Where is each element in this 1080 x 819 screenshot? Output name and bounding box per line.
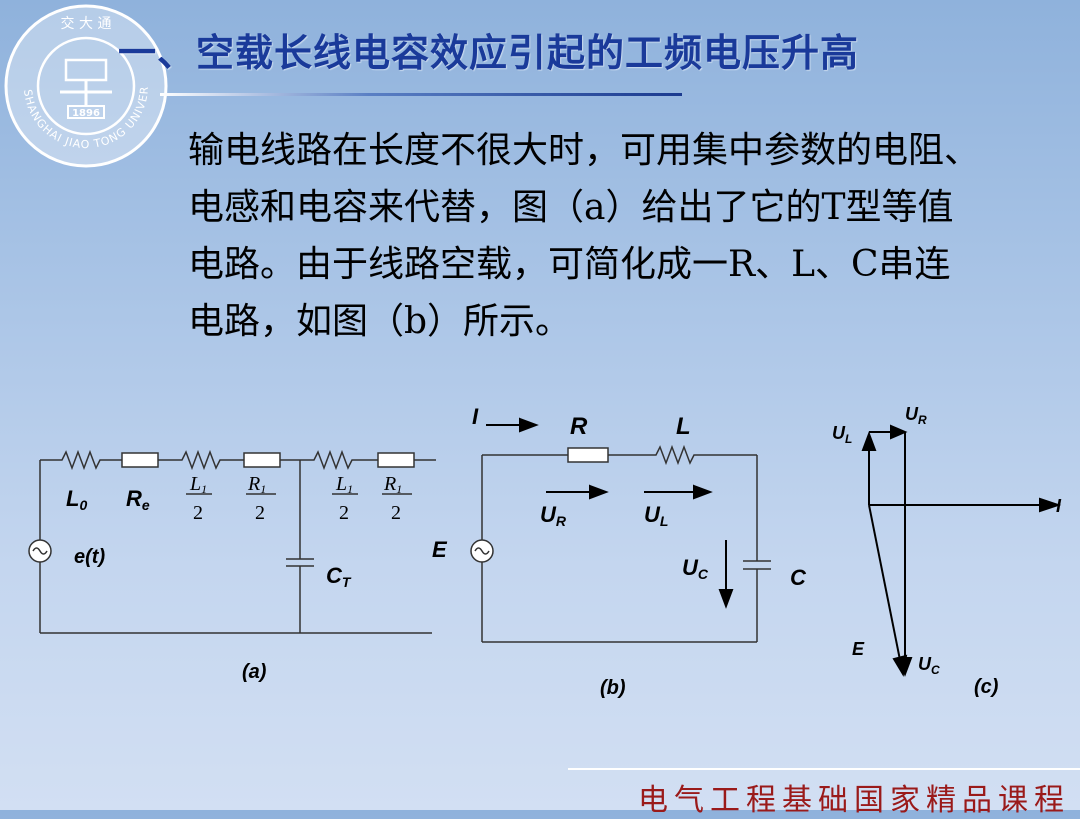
body-line-4: 电路，如图（b）所示。 xyxy=(188,301,572,342)
label-L0: L0 xyxy=(66,486,87,513)
label-UL: UL xyxy=(644,502,668,529)
label-UR: UR xyxy=(540,502,567,529)
label-C: C xyxy=(790,565,807,590)
frac4-num: R1 xyxy=(383,473,402,496)
university-logo: SHANGHAI JIAO TONG UNIVERSITY 交 大 通 1896 xyxy=(2,2,168,168)
frac4-den: 2 xyxy=(391,502,401,524)
circuit-diagrams: L0 Re e(t) CT (a) L1 2 R1 2 L1 2 R1 2 I … xyxy=(28,404,1062,699)
label-Re: Re xyxy=(126,486,150,513)
diagram-b-arrows xyxy=(486,417,734,609)
frac2-num: R1 xyxy=(247,473,266,496)
frac1-den: 2 xyxy=(193,502,203,524)
label-CT: CT xyxy=(326,563,352,590)
diagram-c xyxy=(861,424,1062,677)
label-c-UR: UR xyxy=(905,404,927,427)
body-line-2: 电感和电容来代替，图（a）给出了它的T型等值 xyxy=(188,187,954,228)
caption-b: (b) xyxy=(600,677,626,699)
frac2-den: 2 xyxy=(255,502,265,524)
title-underline xyxy=(160,93,682,96)
footer-rule xyxy=(568,768,1080,770)
body-line-3: 电路。由于线路空载，可简化成一R、L、C串连 xyxy=(188,244,951,285)
label-c-UL: UL xyxy=(832,423,852,446)
page-title: 一、空载长线电容效应引起的工频电压升高 xyxy=(118,31,860,75)
label-current-I: I xyxy=(472,404,479,429)
logo-top-text: 交 大 通 xyxy=(61,15,112,32)
caption-c: (c) xyxy=(974,676,999,698)
footer-course-title: 电气工程基础国家精品课程 xyxy=(638,783,1070,818)
label-et: e(t) xyxy=(74,546,105,568)
frac3-num: L1 xyxy=(335,473,353,496)
label-c-I: I xyxy=(1056,496,1062,516)
label-c-E: E xyxy=(852,639,865,659)
label-L: L xyxy=(676,413,691,440)
label-UC: UC xyxy=(682,555,709,582)
frac1-num: L1 xyxy=(189,473,207,496)
body-line-1: 输电线路在长度不很大时，可用集中参数的电阻、 xyxy=(188,130,981,171)
diagram-a xyxy=(28,449,436,634)
label-c-UC: UC xyxy=(918,654,940,677)
frac3-den: 2 xyxy=(339,502,349,524)
diagram-b xyxy=(470,444,771,643)
label-R: R xyxy=(570,413,588,440)
logo-year: 1896 xyxy=(72,108,100,119)
body-paragraph: 输电线路在长度不很大时，可用集中参数的电阻、 电感和电容来代替，图（a）给出了它… xyxy=(188,122,1080,350)
label-E: E xyxy=(432,537,448,562)
caption-a: (a) xyxy=(242,661,267,683)
